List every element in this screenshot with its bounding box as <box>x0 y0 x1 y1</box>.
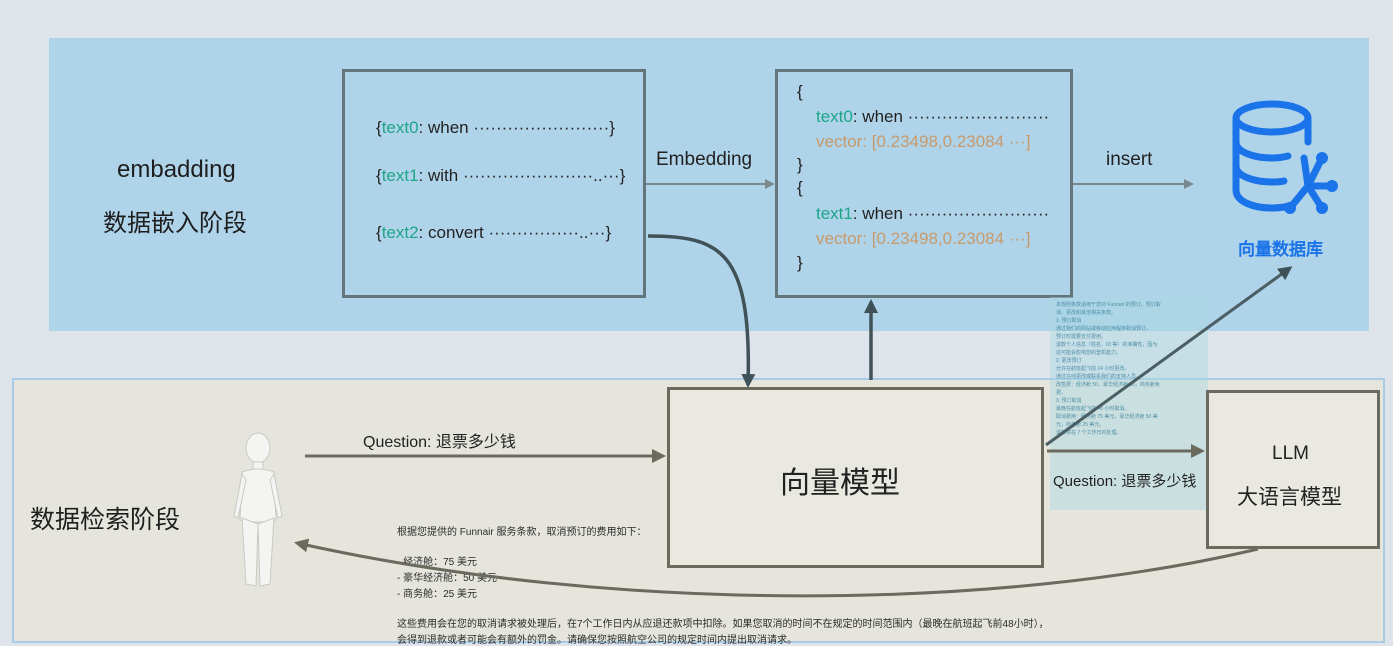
retrieved-doc-line: 本规则条款适用于您对 Funnair 的预订。预订取 <box>1056 302 1161 308</box>
retrieved-doc-line: 最晚在航班起飞前 48 小时取消。 <box>1056 406 1130 412</box>
answer-intro: 根据您提供的 Funnair 服务条款，取消预订的费用如下： <box>397 527 647 538</box>
text-chunk-0: {text0: when ························} <box>376 118 615 137</box>
brace-close: } <box>797 155 803 174</box>
retrieved-doc-line: 取消费用：经济舱 75 美元，豪华经济舱 50 美 <box>1056 414 1158 420</box>
llm-box <box>1206 390 1380 549</box>
vector-record-0-text: text0: when ························· <box>816 107 1050 126</box>
retrieved-doc-line: 退款将在 7 个工作日内处理。 <box>1056 430 1122 436</box>
vector-record-1-vector: vector: [0.23498,0.23084 ···] <box>816 229 1031 248</box>
text-to-model-arrow <box>647 234 756 388</box>
retrieved-doc-line: 2. 更改预订 <box>1056 358 1082 364</box>
vector-record-0-vector: vector: [0.23498,0.23084 ···] <box>816 132 1031 151</box>
retrieved-doc-line: 允许在航班起飞前 24 小时更改。 <box>1056 366 1130 372</box>
retrieved-doc-line: 消、更改和其他相关条款。 <box>1056 310 1117 316</box>
embedding-stage-title-cn: 数据嵌入阶段 <box>103 210 247 237</box>
brace-close: } <box>797 253 803 272</box>
model-to-db-arrow <box>1045 266 1293 447</box>
vector-db-label: 向量数据库 <box>1238 240 1323 259</box>
retrieved-doc-line: 退款个人信息（姓名、ID 等）的准确性，因为 <box>1056 342 1158 348</box>
database-network-icon <box>1232 100 1338 214</box>
brace-open: { <box>797 178 803 197</box>
retrieved-doc-line: 这可能会影响您的登机能力。 <box>1056 350 1122 356</box>
retrieved-doc-line: 3. 预订取消 <box>1056 398 1082 404</box>
retrieved-doc-line: 预订时需要支付费用。 <box>1056 334 1107 340</box>
answer-para-2: 会得到退款或者可能会有额外的罚金。请确保您按照航空公司的规定时间内提出取消请求。 <box>397 635 797 646</box>
answer-item-business: - 商务舱：25 美元 <box>397 589 478 600</box>
retrieved-doc-line: 通过我们的网站或移动应用程序取消预订。 <box>1056 326 1152 332</box>
embedding-model-box <box>667 387 1044 568</box>
question-label-to-llm: Question: 退票多少钱 <box>1053 473 1197 490</box>
answer-arrow <box>294 538 1259 598</box>
embedding-stage-title-en: embadding <box>117 156 236 183</box>
insert-edge-label: insert <box>1106 149 1153 170</box>
answer-item-economy: - 经济舱：75 美元 <box>397 557 478 568</box>
text-chunks-box <box>342 69 646 298</box>
vector-records-box <box>775 69 1073 298</box>
answer-para-1: 这些费用会在您的取消请求被处理后，在7个工作日内从应退还款项中扣除。如果您取消的… <box>397 619 1049 630</box>
answer-item-premium: - 豪华经济舱：50 美元 <box>397 573 498 584</box>
retrieved-doc-line: 改签费：经济舱 50，豪华经济舱 30，商务舱免 <box>1056 382 1160 388</box>
person-figure-icon <box>233 432 283 587</box>
retrieved-doc-line: 费。 <box>1056 390 1067 396</box>
text-chunk-2: {text2: convert ················..···} <box>376 223 612 242</box>
llm-label: LLM <box>1272 443 1309 464</box>
retrieval-stage-title: 数据检索阶段 <box>30 506 181 534</box>
embedding-model-label: 向量模型 <box>780 467 900 500</box>
retrieved-doc-line: 通过在线更改或联系我们的支持人员。 <box>1056 374 1142 380</box>
question-label-to-model: Question: 退票多少钱 <box>363 434 516 451</box>
retrieved-document-overlay: 本规则条款适用于您对 Funnair 的预订。预订取消、更改和其他相关条款。 1.… <box>1050 297 1208 510</box>
retrieved-doc-line: 1. 预订取消 <box>1056 318 1082 324</box>
retrieved-doc-line: 元，商务舱 25 美元。 <box>1056 422 1105 428</box>
text-chunk-1: {text1: with ·······················..··… <box>376 166 626 185</box>
embedding-edge-label: Embedding <box>656 149 753 170</box>
llm-label-cn: 大语言模型 <box>1237 486 1342 509</box>
brace-open: { <box>797 82 803 101</box>
vector-record-1-text: text1: when ························· <box>816 204 1050 223</box>
